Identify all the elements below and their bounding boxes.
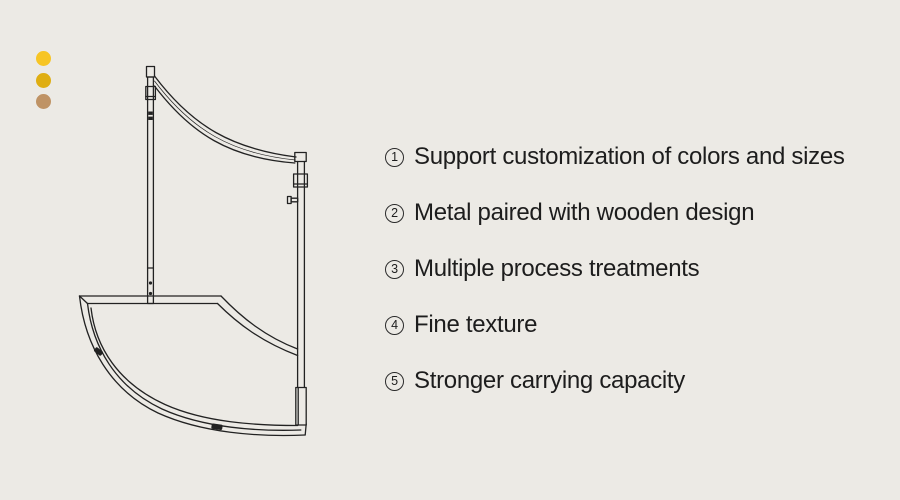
right-pole-collar bbox=[292, 173, 309, 188]
adjust-knob bbox=[286, 195, 299, 205]
feature-number-badge: 1 bbox=[385, 147, 404, 167]
pole-cap bbox=[145, 65, 156, 78]
feature-number-badge: 2 bbox=[385, 203, 404, 223]
base-inner-arc bbox=[220, 295, 299, 350]
accent-dot-icon bbox=[36, 73, 51, 88]
pole-collar bbox=[145, 85, 157, 101]
left-pole bbox=[146, 76, 155, 305]
base-outer-arc bbox=[78, 295, 306, 437]
feature-number-badge: 5 bbox=[385, 371, 404, 391]
feature-number-badge: 4 bbox=[385, 315, 404, 335]
feature-label: Fine texture bbox=[414, 311, 538, 338]
feature-label: Multiple process treatments bbox=[414, 255, 700, 282]
feature-item: 2 Metal paired with wooden design bbox=[385, 196, 845, 230]
feature-label: Metal paired with wooden design bbox=[414, 199, 755, 226]
feature-item: 5 Stronger carrying capacity bbox=[385, 364, 845, 398]
feature-label: Stronger carrying capacity bbox=[414, 367, 685, 394]
top-rail-inner bbox=[153, 85, 296, 164]
feature-item: 4 Fine texture bbox=[385, 308, 845, 342]
base-foot bbox=[211, 423, 223, 431]
feature-item: 1 Support customization of colors and si… bbox=[385, 140, 845, 174]
top-rail-outer bbox=[153, 75, 297, 158]
feature-item: 3 Multiple process treatments bbox=[385, 252, 845, 286]
accent-dot-icon bbox=[36, 94, 51, 109]
base-foot bbox=[94, 347, 103, 356]
right-pole-cap bbox=[294, 151, 307, 163]
feature-number-badge: 3 bbox=[385, 259, 404, 279]
feature-list: 1 Support customization of colors and si… bbox=[385, 140, 845, 420]
feature-label: Support customization of colors and size… bbox=[414, 143, 845, 170]
right-pole-sleeve bbox=[295, 386, 307, 426]
accent-dot-icon bbox=[36, 51, 51, 66]
